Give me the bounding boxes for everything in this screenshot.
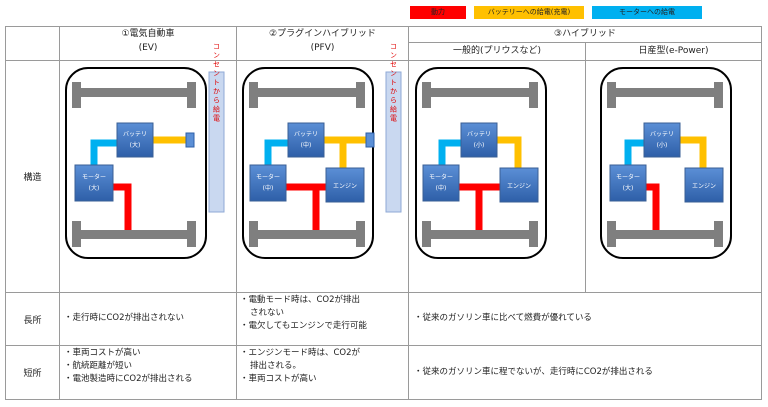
- hv-epower-battery-box: [643, 122, 681, 158]
- hv-epower-engine-box: [684, 167, 724, 203]
- hv-general-diagram: バッテリ (小) モーター (中) エンジン: [415, 67, 547, 259]
- hv-epower-diagram: バッテリ (小) モーター (大) エンジン: [600, 67, 732, 259]
- hv-general-engine-box: [499, 167, 539, 203]
- phv-battery-box: [287, 122, 325, 158]
- phv-pros-line: されない: [250, 308, 285, 318]
- phv-motor-label: モーター: [256, 173, 280, 181]
- phv-engine-label: エンジン: [333, 183, 357, 190]
- hv-epower-car-outline: [600, 67, 732, 259]
- ev-title: ①電気自動車: [121, 29, 175, 39]
- hv-general-battery-box: [460, 122, 498, 158]
- phv-pros-line: ・電欠してもエンジンで走行可能: [240, 321, 367, 331]
- phv-cons-line: ・エンジンモード時は、CO2が: [240, 348, 361, 358]
- ev-charge-banner: [208, 71, 225, 213]
- hv-general-car-outline: [415, 67, 547, 259]
- legend-motor-supply: モーターへの給電: [592, 6, 702, 19]
- phv-car-outline: [242, 67, 374, 259]
- row-label-pros: 長所: [23, 316, 42, 326]
- ev-cons-line: ・電池製造時にCO2が排出される: [64, 374, 193, 384]
- phv-cons-line: ・車両コストが高い: [240, 374, 317, 384]
- phv-cons: ・エンジンモード時は、CO2が 排出される。 ・車両コストが高い: [240, 347, 360, 386]
- phv-charge-banner: [385, 71, 402, 213]
- svg-text:(大): (大): [89, 184, 100, 192]
- row-label-structure: 構造: [23, 173, 42, 183]
- svg-text:コンセントから給電: コンセントから給電: [390, 43, 398, 124]
- phv-pros: ・電動モード時は、CO2が排出 されない ・電欠してもエンジンで走行可能: [240, 294, 367, 333]
- hv-general-engine-label: エンジン: [507, 183, 531, 190]
- hv-epower-motor-label: モーター: [616, 173, 640, 181]
- svg-text:(小): (小): [474, 141, 485, 149]
- hv-pros-line: ・従来のガソリン車に比べて燃費が優れている: [414, 313, 592, 323]
- ev-car-outline: [65, 67, 207, 259]
- legend-motor-supply-label: モーターへの給電: [619, 8, 675, 16]
- hv-epower-engine-label: エンジン: [692, 183, 716, 190]
- hv-general-motor-label: モーター: [429, 173, 453, 181]
- svg-text:(中): (中): [436, 184, 447, 192]
- ev-cons: ・車両コストが高い ・航続距離が短い ・電池製造時にCO2が排出される: [64, 347, 193, 386]
- phv-diagram: バッテリ (中) モーター (中) エンジン コンセントから給電: [242, 43, 402, 259]
- hv-sub-epower: 日産型(e-Power): [638, 46, 709, 56]
- phv-header: ②プラグインハイブリッド (PFV): [237, 27, 408, 55]
- legend-battery-charge-label: バッテリーへの給電(充電): [487, 8, 571, 16]
- phv-engine-box: [325, 167, 365, 203]
- ev-header: ①電気自動車 (EV): [60, 27, 236, 55]
- phv-motor-box: [249, 164, 287, 202]
- phv-battery-label: バッテリ: [294, 131, 318, 138]
- legend-power: 動力: [410, 6, 466, 19]
- hv-general-battery-label: バッテリ: [467, 131, 491, 138]
- hv-sub-general: 一般的(プリウスなど): [452, 46, 542, 56]
- legend-power-label: 動力: [431, 8, 445, 16]
- hv-epower-motor-box: [609, 164, 647, 202]
- ev-pros: ・走行時にCO2が排出されない: [64, 312, 184, 325]
- svg-text:(小): (小): [657, 141, 668, 149]
- svg-text:コンセントから給電: コンセントから給電: [213, 43, 221, 124]
- hv-cons-line: ・従来のガソリン車に程でないが、走行時にCO2が排出される: [414, 367, 653, 377]
- ev-plug-icon: [185, 132, 195, 148]
- ev-diagram: バッテリ (大) モーター (大) コンセントから給電: [65, 43, 225, 259]
- phv-subtitle: (PFV): [310, 43, 335, 53]
- hv-pros: ・従来のガソリン車に比べて燃費が優れている: [414, 312, 592, 325]
- hv-header: ③ハイブリッド: [409, 27, 761, 41]
- phv-title: ②プラグインハイブリッド: [269, 29, 376, 39]
- svg-text:(大): (大): [130, 141, 141, 149]
- svg-text:(中): (中): [301, 141, 312, 149]
- legend-battery-charge: バッテリーへの給電(充電): [474, 6, 584, 19]
- hv-general-motor-box: [422, 164, 460, 202]
- hv-epower-battery-label: バッテリ: [650, 131, 674, 138]
- hv-title: ③ハイブリッド: [554, 29, 616, 39]
- ev-motor-box: [74, 164, 114, 202]
- svg-text:(大): (大): [623, 184, 634, 192]
- phv-plug-icon: [365, 132, 375, 148]
- ev-cons-line: ・航続距離が短い: [64, 361, 133, 371]
- ev-battery-box: [116, 122, 154, 158]
- ev-motor-label: モーター: [82, 173, 106, 181]
- ev-cons-line: ・車両コストが高い: [64, 348, 141, 358]
- phv-pros-line: ・電動モード時は、CO2が排出: [240, 295, 361, 305]
- ev-battery-label: バッテリ: [123, 131, 147, 138]
- ev-subtitle: (EV): [138, 43, 158, 53]
- ev-pros-line: ・走行時にCO2が排出されない: [64, 313, 185, 323]
- svg-text:(中): (中): [263, 184, 274, 192]
- row-label-cons: 短所: [23, 369, 42, 379]
- hv-cons: ・従来のガソリン車に程でないが、走行時にCO2が排出される: [414, 366, 653, 379]
- phv-cons-line: 排出される。: [250, 361, 302, 371]
